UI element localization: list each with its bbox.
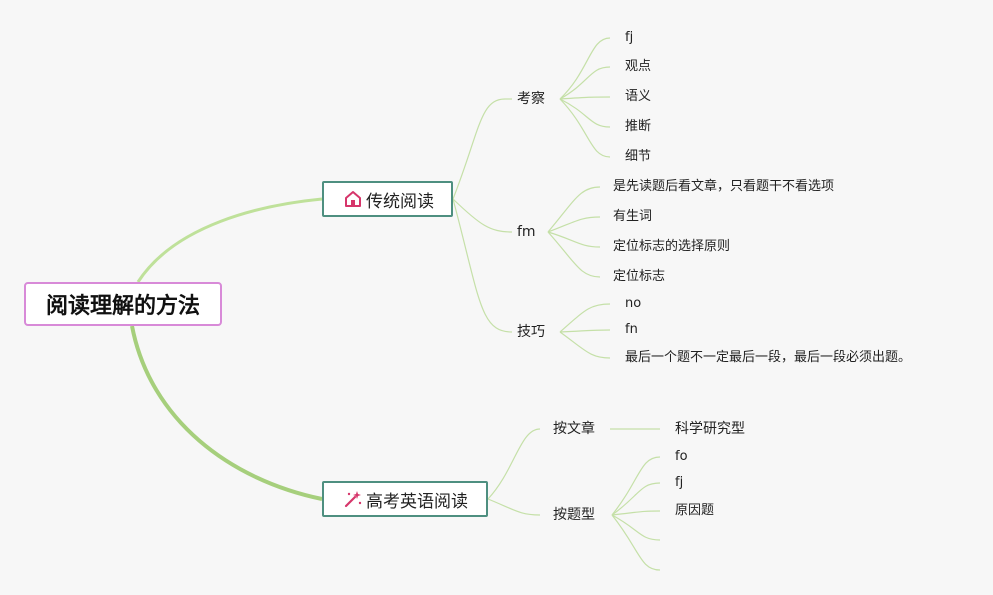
leaf-antixing-fo[interactable]: fo [675, 449, 688, 464]
connector-root-branch-1 [136, 197, 323, 283]
branch-traditional-reading[interactable]: 传统阅读 [322, 181, 453, 217]
connector-kaocha-guandian [559, 66, 611, 100]
leaf-kaocha-guandian[interactable]: 观点 [625, 59, 652, 74]
branch-label: 高考英语阅读 [366, 491, 468, 512]
connector-fm-4 [547, 231, 601, 278]
leaf-fm-1[interactable]: 是先读题后看文章，只看题干不看选项 [613, 179, 835, 194]
leaf-antixing-yuanyin[interactable]: 原因题 [675, 503, 715, 518]
connector-antixing-fj [611, 482, 661, 516]
connector-jiqiao-last [559, 331, 611, 359]
connector-fm-2 [547, 216, 601, 233]
leaf-fm-4[interactable]: 定位标志 [613, 269, 666, 284]
subtopic-jiqiao[interactable]: 技巧 [517, 324, 545, 340]
connector-kaocha-tuiduan [559, 98, 611, 128]
subtopic-kaocha[interactable]: 考察 [517, 91, 545, 107]
connector-jiqiao-fn [559, 329, 611, 333]
leaf-antixing-fj[interactable]: fj [675, 475, 684, 490]
leaf-kaocha-tuiduan[interactable]: 推断 [625, 119, 652, 134]
leaf-anwenzhang-kexue[interactable]: 科学研究型 [675, 421, 745, 437]
connector-jiqiao-no [559, 303, 611, 333]
leaf-kaocha-xijie[interactable]: 细节 [625, 149, 652, 164]
connector-kaocha-fj [559, 37, 611, 100]
leaf-jiqiao-last[interactable]: 最后一个题不一定最后一段，最后一段必须出题。 [625, 350, 912, 365]
connector-kaocha-xijie [559, 98, 611, 158]
subtopic-fm[interactable]: fm [517, 224, 536, 240]
leaf-jiqiao-fn[interactable]: fn [625, 322, 638, 337]
subtopic-anwenzhang[interactable]: 按文章 [553, 421, 595, 437]
connector-b1-kaocha [452, 98, 506, 200]
branch-gaokao-english-reading[interactable]: 高考英语阅读 [322, 481, 488, 517]
connector-b2-antixing [487, 498, 541, 516]
leaf-kaocha-yuyi[interactable]: 语义 [625, 89, 652, 104]
connector-fm-3 [547, 231, 601, 248]
connector-fm-1 [547, 186, 601, 233]
magic-wand-icon [342, 488, 364, 510]
connector-b1-fm [452, 198, 513, 233]
root-topic[interactable]: 阅读理解的方法 [24, 282, 222, 326]
leaf-fm-3[interactable]: 定位标志的选择原则 [613, 239, 731, 254]
home-icon [342, 188, 364, 210]
connector-antixing-empty-2 [611, 514, 661, 571]
connector-root-branch-2 [130, 325, 323, 501]
connector-antixing-fo [611, 456, 661, 516]
connector-antixing-yuanyin [611, 510, 661, 516]
connector-b1-jiqiao [452, 198, 513, 333]
branch-label: 传统阅读 [366, 191, 434, 212]
subtopic-antixing[interactable]: 按题型 [553, 507, 595, 523]
connector-antixing-empty-1 [611, 514, 661, 541]
leaf-fm-2[interactable]: 有生词 [613, 209, 653, 224]
connector-kaocha-yuyi [559, 96, 611, 100]
leaf-kaocha-fj[interactable]: fj [625, 30, 634, 45]
connector-b2-anwenzhang [487, 428, 541, 500]
leaf-jiqiao-no[interactable]: no [625, 296, 642, 311]
